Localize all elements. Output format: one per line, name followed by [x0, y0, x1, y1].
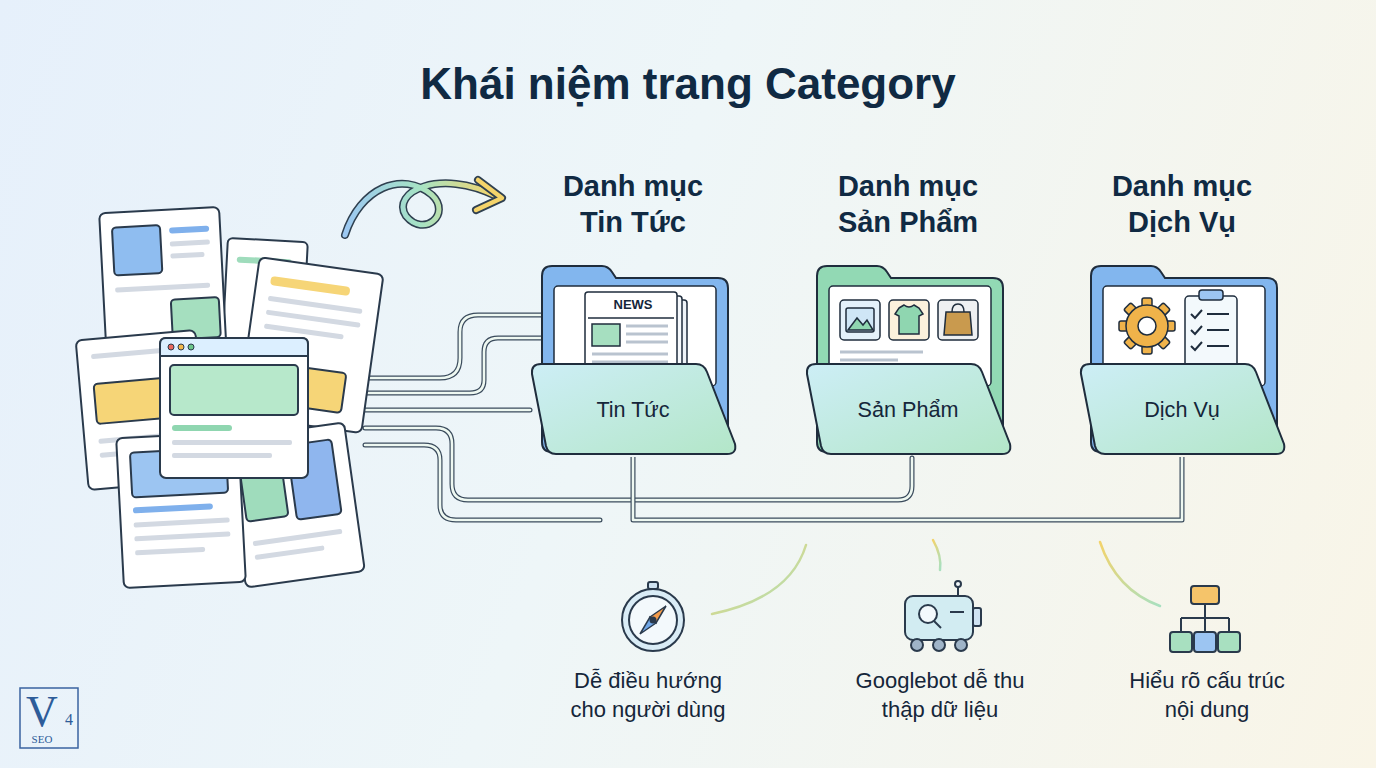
leader-lines-part	[1100, 542, 1160, 606]
document-stack-part-part	[112, 225, 162, 275]
flow-lines-part-part	[365, 338, 548, 393]
document-stack-part-part	[94, 378, 167, 424]
compass-icon-part	[629, 596, 677, 644]
googlebot-icon-part	[919, 605, 937, 623]
logo-letter: V	[24, 690, 60, 734]
benefit-label: Hiểu rõ cấu trúc nội dung	[1122, 666, 1292, 724]
document-stack	[76, 207, 384, 588]
googlebot-icon-part	[905, 596, 973, 640]
benefit-label: Googlebot dễ thu thập dữ liệu	[855, 666, 1025, 724]
diagram-title: Khái niệm trang Category	[0, 58, 1376, 110]
document-stack-part-part	[169, 226, 209, 234]
document-stack-part-part	[253, 529, 343, 546]
document-stack-part-part	[172, 440, 292, 445]
flow-lines-part-part	[365, 338, 548, 393]
leader-lines-part	[712, 545, 806, 614]
document-stack-part-part	[172, 453, 272, 458]
googlebot-icon-part	[934, 621, 941, 628]
document-stack-part-part	[172, 425, 232, 431]
hierarchy-icon-part	[1194, 632, 1216, 652]
googlebot-icon	[905, 581, 981, 651]
document-stack-part-part	[188, 344, 194, 350]
folder-shape	[528, 262, 738, 457]
document-stack-part-part	[134, 531, 230, 541]
flow-lines-part-part	[365, 445, 600, 520]
document-stack-part-part	[266, 310, 361, 328]
curly-arrow-part	[476, 180, 502, 210]
document-stack-part-part	[170, 239, 210, 246]
category-folder: Danh mục Dịch Vụ Dịch Vụ	[1077, 165, 1287, 457]
category-heading: Danh mục Sản Phẩm	[825, 168, 991, 240]
logo-number: 4	[62, 712, 76, 728]
document-stack-part-part	[134, 517, 230, 527]
flow-lines-part-part	[365, 315, 548, 378]
googlebot-icon-part	[955, 639, 967, 651]
document-stack-part	[160, 338, 308, 478]
leader-lines-part	[933, 540, 940, 570]
flow-lines-part-part	[365, 315, 548, 378]
document-stack-part-part	[270, 276, 350, 296]
compass-icon-part	[648, 582, 658, 589]
googlebot-icon-part	[933, 639, 945, 651]
document-stack-part-part	[160, 338, 308, 478]
logo-text: SEO	[22, 733, 62, 745]
curly-arrow-part	[476, 180, 502, 210]
compass-icon-part	[651, 618, 656, 623]
flow-lines-part-part	[365, 409, 530, 412]
hierarchy-icon	[1170, 586, 1240, 652]
compass-icon	[622, 582, 684, 651]
document-stack-part-part	[268, 296, 363, 314]
hierarchy-icon-part	[1218, 632, 1240, 652]
folder-label: Dịch Vụ	[1077, 396, 1287, 424]
googlebot-icon-part	[955, 581, 961, 587]
document-stack-part-part	[115, 283, 210, 293]
logo-frame	[20, 688, 78, 748]
hierarchy-icon-part	[1170, 632, 1192, 652]
googlebot-icon-part	[911, 639, 923, 651]
document-stack-part-part	[170, 252, 204, 259]
category-heading: Danh mục Tin Tức	[550, 168, 716, 240]
document-stack-part-part	[168, 344, 174, 350]
product-icon	[840, 300, 978, 360]
service-icon	[1119, 290, 1237, 370]
news-masthead: NEWS	[603, 297, 663, 313]
flow-lines-part-part	[365, 408, 530, 413]
folder-label: Sản Phẩm	[803, 396, 1013, 424]
folder-shape	[1077, 262, 1287, 457]
document-stack-part-part	[135, 547, 205, 556]
benefit-label: Dễ điều hướng cho người dùng	[563, 666, 733, 724]
category-heading: Danh mục Dịch Vụ	[1099, 168, 1265, 240]
document-stack-part-part	[255, 545, 325, 560]
googlebot-icon-part	[973, 608, 981, 626]
hierarchy-icon-part	[1181, 604, 1229, 632]
curly-arrow	[345, 180, 502, 235]
compass-icon-part	[640, 617, 656, 634]
connector-outline	[633, 457, 1182, 520]
compass-icon-part	[622, 589, 684, 651]
document-stack-part-part	[178, 344, 184, 350]
document-stack-part-part	[170, 365, 298, 415]
connector-line	[633, 457, 1182, 520]
compass-icon-part	[650, 606, 666, 623]
category-folder: Danh mục Sản PhẩmSản Phẩm	[803, 165, 1013, 457]
folder-shape	[803, 262, 1013, 457]
document-stack-part-part	[133, 503, 213, 513]
flow-lines-part-part	[365, 445, 600, 520]
document-stack-part-part	[160, 338, 308, 356]
googlebot-icon-part	[950, 611, 964, 613]
hierarchy-icon-part	[1191, 586, 1219, 604]
folder-label: Tin Tức	[528, 396, 738, 424]
